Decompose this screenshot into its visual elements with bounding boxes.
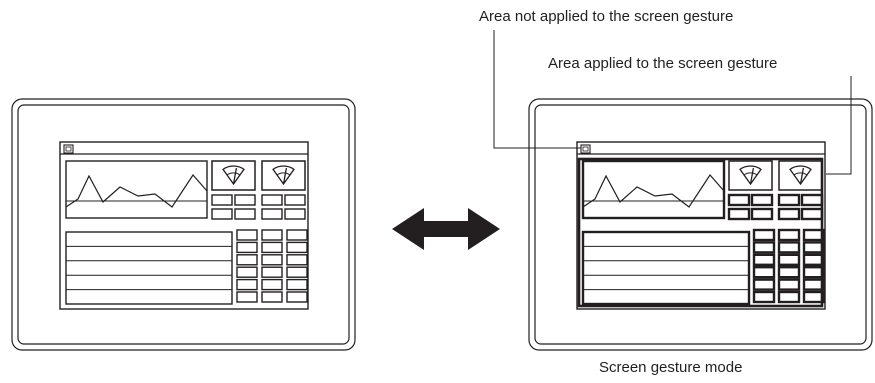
- gesture-area-boundary: [577, 157, 824, 308]
- grid-button: [752, 278, 776, 291]
- gauge-sector: [739, 165, 762, 186]
- grid-button: [777, 278, 801, 291]
- grid-button: [261, 291, 283, 303]
- gauge-scale: [743, 172, 758, 176]
- grid-button: [261, 241, 283, 254]
- grid-button: [752, 290, 776, 304]
- gauge-icon: [728, 160, 773, 191]
- grid-button: [286, 291, 308, 303]
- gauge-scale: [793, 172, 808, 176]
- grid-button: [211, 194, 233, 206]
- grid-button: [777, 290, 801, 304]
- window-control-inner: [65, 146, 72, 152]
- grid-button: [752, 253, 776, 267]
- gauge-sector: [272, 165, 295, 186]
- grid-button: [284, 194, 306, 206]
- grid-button: [777, 253, 801, 267]
- grid-button: [286, 254, 308, 266]
- gauge-sector: [789, 165, 812, 186]
- gauge-needle: [799, 167, 805, 185]
- window-control-inner: [582, 146, 589, 152]
- device-outer-bezel: [11, 98, 356, 351]
- grid-button: [261, 254, 283, 266]
- grid-button: [236, 229, 258, 241]
- device-inner-bezel: [17, 104, 350, 345]
- device-inner-bezel: [534, 104, 867, 345]
- grid-button: [234, 194, 256, 206]
- right-device-gesture-mode: [528, 98, 873, 351]
- grid-button: [261, 194, 283, 206]
- gauge-scale: [226, 172, 241, 176]
- gauge-icon: [211, 160, 256, 191]
- window-control-icon: [580, 144, 591, 154]
- grid-button: [777, 228, 801, 242]
- callout-line-applied: [826, 76, 852, 175]
- grid-button: [727, 207, 751, 221]
- grid-button: [236, 266, 258, 278]
- gauge-sector: [222, 165, 245, 186]
- label-area-not-applied: Area not applied to the screen gesture: [479, 8, 734, 25]
- list-panel: [581, 230, 751, 306]
- grid-button: [752, 266, 776, 279]
- grid-button: [261, 208, 283, 220]
- grid-button: [286, 241, 308, 254]
- grid-button: [727, 193, 751, 207]
- grid-button: [211, 208, 233, 220]
- grid-button: [800, 193, 824, 207]
- gauge-needle: [749, 167, 755, 185]
- grid-button: [261, 278, 283, 291]
- grid-button: [261, 266, 283, 278]
- grid-button: [802, 228, 826, 242]
- grid-button: [286, 278, 308, 291]
- grid-button: [234, 208, 256, 220]
- grid-button: [750, 193, 774, 207]
- gauge-icon: [261, 160, 306, 191]
- double-arrow-icon: [392, 208, 500, 250]
- left-device: [11, 98, 356, 351]
- gauge-frame: [778, 160, 823, 191]
- gauge-icon: [778, 160, 823, 191]
- grid-button: [777, 241, 801, 254]
- grid-button: [752, 241, 776, 254]
- graph-panel: [65, 160, 208, 219]
- graph-line: [65, 174, 208, 208]
- graph-line: [582, 174, 725, 208]
- list-panel: [65, 231, 233, 305]
- grid-button: [802, 253, 826, 267]
- grid-button: [802, 290, 826, 304]
- callout-line-not-applied: [493, 30, 581, 149]
- grid-button: [236, 278, 258, 291]
- grid-button: [261, 229, 283, 241]
- grid-button: [777, 207, 801, 221]
- screen-window: [576, 141, 826, 310]
- grid-button: [802, 241, 826, 254]
- gauge-frame: [211, 160, 256, 191]
- gauge-needle: [232, 167, 238, 185]
- grid-button: [286, 229, 308, 241]
- grid-button: [236, 254, 258, 266]
- grid-button: [236, 291, 258, 303]
- screen-window: [59, 141, 309, 310]
- gauge-scale: [276, 172, 291, 176]
- gauge-needle: [282, 167, 288, 185]
- grid-button: [284, 208, 306, 220]
- label-area-applied: Area applied to the screen gesture: [548, 55, 778, 72]
- label-screen-gesture-mode: Screen gesture mode: [599, 359, 743, 376]
- device-outer-bezel: [528, 98, 873, 351]
- grid-button: [777, 193, 801, 207]
- grid-button: [286, 266, 308, 278]
- grid-button: [802, 278, 826, 291]
- grid-button: [750, 207, 774, 221]
- gauge-frame: [261, 160, 306, 191]
- grid-button: [777, 266, 801, 279]
- gauge-frame: [728, 160, 773, 191]
- grid-button: [800, 207, 824, 221]
- grid-button: [236, 241, 258, 254]
- window-control-icon: [63, 144, 74, 154]
- grid-button: [802, 266, 826, 279]
- grid-button: [752, 228, 776, 242]
- graph-panel: [581, 159, 726, 220]
